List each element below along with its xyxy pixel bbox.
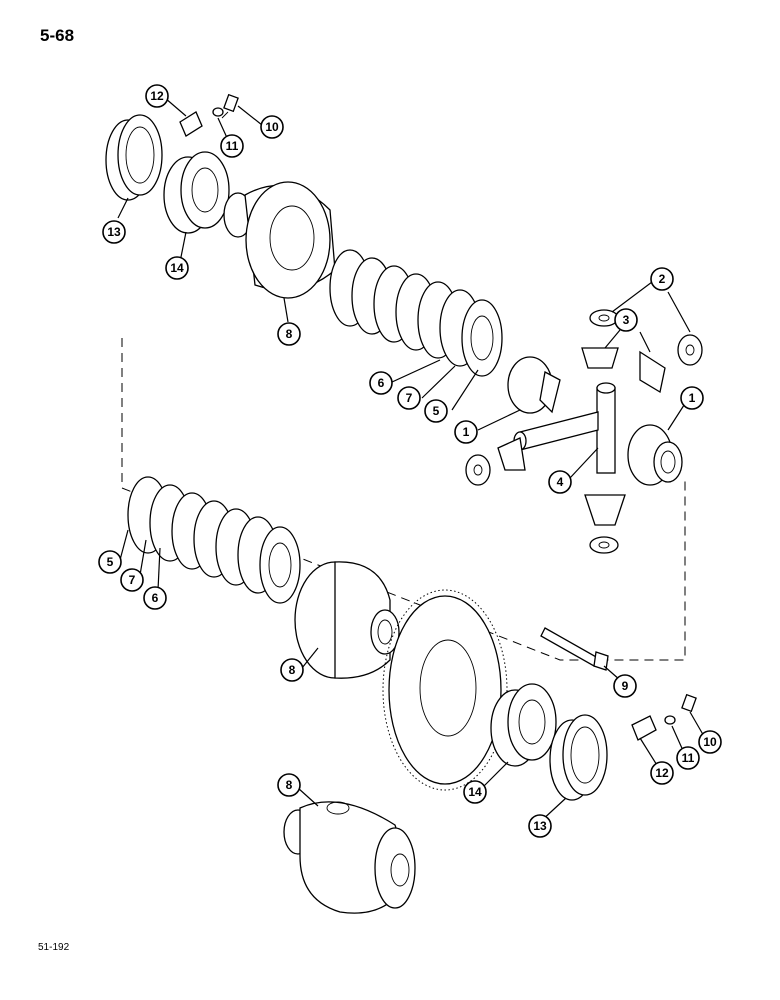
- callout-14-bottom: 14: [463, 780, 487, 804]
- side-gear-right: [627, 424, 683, 486]
- pinion-gear-lower: [584, 494, 626, 526]
- callout-6-top: 6: [369, 371, 393, 395]
- callout-1-left: 1: [454, 420, 478, 444]
- bolt-bottom: [681, 693, 697, 713]
- svg-text:7: 7: [129, 573, 136, 587]
- callout-8-bottom: 8: [277, 773, 301, 797]
- svg-text:7: 7: [406, 391, 413, 405]
- callout-1-right: 1: [680, 386, 704, 410]
- pinion-gear-upper: [581, 347, 619, 369]
- svg-text:12: 12: [655, 766, 669, 780]
- callout-14-top: 14: [165, 256, 189, 280]
- washer-top: [212, 107, 224, 117]
- svg-text:13: 13: [533, 819, 547, 833]
- svg-text:10: 10: [265, 120, 279, 134]
- svg-text:11: 11: [682, 751, 695, 765]
- pinion-gear-right: [639, 350, 666, 394]
- callout-7-top: 7: [397, 386, 421, 410]
- callout-11-top: 11: [220, 134, 244, 158]
- callout-5-bottom: 5: [98, 550, 122, 574]
- svg-text:2: 2: [659, 272, 666, 286]
- callout-8-top: 8: [277, 322, 301, 346]
- pinion-gear-left: [497, 437, 526, 471]
- thrust-washer-bottom: [589, 536, 619, 554]
- callout-13-top: 13: [102, 220, 126, 244]
- svg-text:4: 4: [557, 475, 564, 489]
- callout-6-bottom: 6: [143, 586, 167, 610]
- bearing-adjuster-bottom: [549, 714, 608, 801]
- callout-2: 2: [650, 267, 674, 291]
- svg-text:8: 8: [286, 778, 293, 792]
- callout-5-top: 5: [424, 399, 448, 423]
- svg-text:1: 1: [689, 391, 696, 405]
- svg-text:13: 13: [107, 225, 121, 239]
- svg-text:3: 3: [623, 313, 630, 327]
- thrust-washer-top: [589, 309, 619, 327]
- svg-text:5: 5: [433, 404, 440, 418]
- callout-12-bottom: 12: [650, 761, 674, 785]
- svg-text:11: 11: [226, 139, 239, 153]
- bearing-bottom: [490, 683, 557, 767]
- svg-text:8: 8: [289, 663, 296, 677]
- svg-text:12: 12: [150, 89, 164, 103]
- clutch-disc-stack-top: [329, 249, 503, 377]
- washer-bottom: [664, 715, 676, 725]
- svg-text:9: 9: [622, 679, 629, 693]
- leader-lines: [117, 97, 706, 823]
- side-gear-left: [507, 356, 561, 414]
- lock-plate-top: [179, 111, 203, 137]
- clutch-disc-stack-bottom: [127, 476, 301, 604]
- callout-3: 3: [614, 308, 638, 332]
- ring-gear-bolt: [540, 627, 609, 671]
- page-number: 5-68: [40, 26, 75, 45]
- svg-text:14: 14: [468, 785, 482, 799]
- svg-text:6: 6: [152, 591, 159, 605]
- cross-shaft: [513, 382, 616, 474]
- svg-text:14: 14: [170, 261, 184, 275]
- svg-text:1: 1: [463, 425, 470, 439]
- callout-13-bottom: 13: [528, 814, 552, 838]
- callout-10-top: 10: [260, 115, 284, 139]
- ring-gear: [382, 589, 508, 791]
- callout-4: 4: [548, 470, 572, 494]
- thrust-washer-left: [465, 454, 491, 486]
- assembled-differential-housing: [283, 801, 416, 914]
- callout-12-top: 12: [145, 84, 169, 108]
- thrust-washer-right: [677, 334, 703, 366]
- bearing-top: [163, 151, 230, 234]
- bolt-top: [221, 93, 239, 119]
- assembly-guide-line: [121, 338, 686, 661]
- lock-plate-bottom: [631, 715, 657, 741]
- svg-text:6: 6: [378, 376, 385, 390]
- svg-text:10: 10: [703, 735, 717, 749]
- callout-7-bottom: 7: [120, 568, 144, 592]
- svg-text:5: 5: [107, 555, 114, 569]
- bearing-adjuster-top: [105, 114, 163, 201]
- callout-11-bottom: 11: [676, 746, 700, 770]
- callout-9: 9: [613, 674, 637, 698]
- differential-housing-bottom: [294, 561, 400, 679]
- figure-code: 51-192: [38, 942, 70, 953]
- differential-housing-top: [223, 181, 336, 299]
- callout-8-middle: 8: [280, 658, 304, 682]
- callout-10-bottom: 10: [698, 730, 722, 754]
- svg-text:8: 8: [286, 327, 293, 341]
